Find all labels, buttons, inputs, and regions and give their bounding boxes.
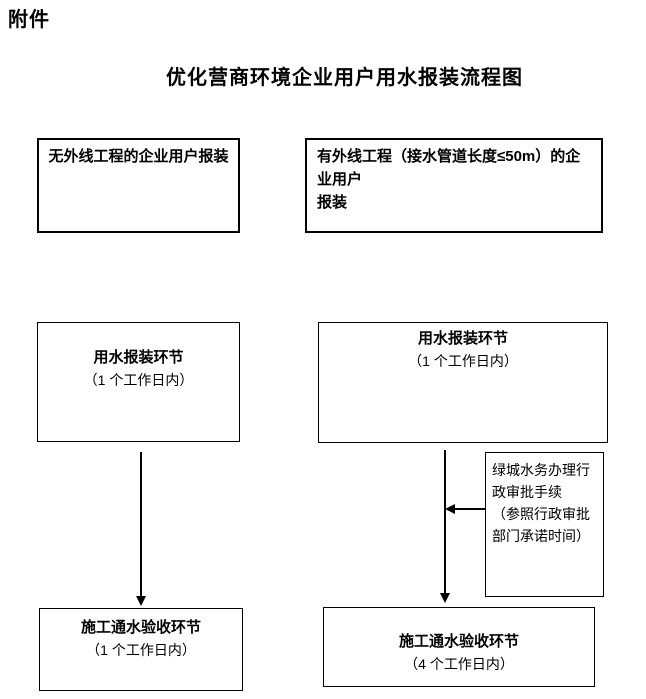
right-flow-arrowhead-icon: [440, 593, 450, 603]
box-right-water-application-title: 用水报装环节: [417, 330, 508, 347]
box-start-no-external-works: 无外线工程的企业用户报装: [37, 138, 240, 233]
box-administrative-approval-line4: 部门承诺时间）: [492, 528, 590, 544]
box-left-water-application-duration: （1 个工作日内）: [83, 372, 194, 388]
box-start-with-external-works: 有外线工程（接水管道长度≤50m）的企业用户 报装: [305, 138, 603, 233]
left-flow-arrow-line: [140, 452, 142, 596]
box-right-acceptance-step: 施工通水验收环节 （4 个工作日内）: [323, 607, 595, 687]
box-left-water-application-step: 用水报装环节 （1 个工作日内）: [37, 322, 240, 442]
approval-arrowhead-icon: [445, 504, 455, 514]
box-right-water-application-step: 用水报装环节 （1 个工作日内）: [318, 322, 608, 443]
box-administrative-approval: 绿城水务办理行 政审批手续 （参照行政审批 部门承诺时间）: [485, 452, 604, 597]
box-right-water-application-duration: （1 个工作日内）: [408, 353, 518, 369]
attachment-label: 附件: [8, 9, 50, 31]
box-right-acceptance-title: 施工通水验收环节: [398, 633, 519, 650]
approval-arrow-line: [454, 508, 485, 510]
box-start-with-external-works-line1: 有外线工程（接水管道长度≤50m）的企业用户: [317, 148, 581, 188]
right-flow-arrow-line: [444, 450, 446, 593]
box-right-acceptance-duration: （4 个工作日内）: [404, 656, 514, 672]
box-start-with-external-works-line2: 报装: [317, 194, 348, 211]
left-flow-arrowhead-icon: [136, 596, 146, 606]
box-left-acceptance-duration: （1 个工作日内）: [86, 642, 196, 658]
box-administrative-approval-line3: （参照行政审批: [492, 506, 590, 522]
box-administrative-approval-line2: 政审批手续: [492, 484, 562, 500]
box-left-acceptance-title: 施工通水验收环节: [80, 619, 201, 636]
box-administrative-approval-line1: 绿城水务办理行: [492, 462, 590, 478]
box-left-acceptance-step: 施工通水验收环节 （1 个工作日内）: [39, 608, 243, 691]
page-title: 优化营商环境企业用户用水报装流程图: [166, 67, 523, 89]
box-left-water-application-title: 用水报装环节: [93, 349, 184, 366]
box-start-no-external-works-label: 无外线工程的企业用户报装: [48, 148, 229, 165]
